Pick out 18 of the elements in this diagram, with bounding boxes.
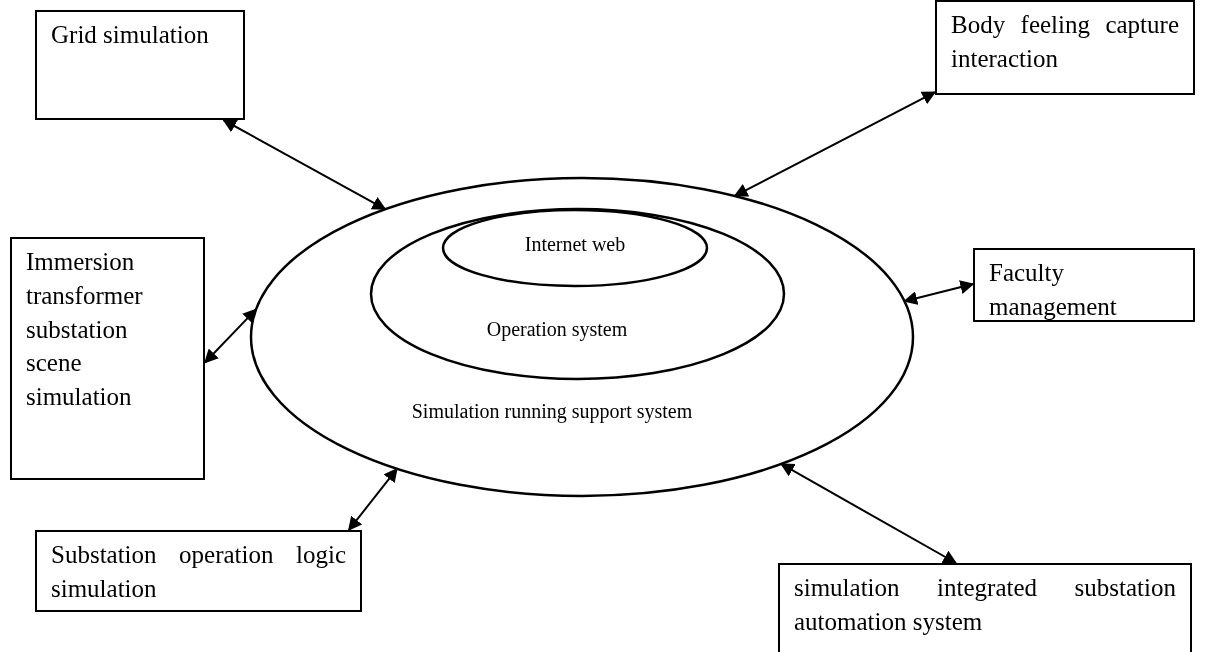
double-arrow xyxy=(347,467,398,532)
text-box: simulation integrated substation automation system xyxy=(778,563,1192,652)
text-box: Body feeling capture interaction xyxy=(935,0,1195,95)
ellipse xyxy=(370,208,785,380)
ellipse-label: Operation system xyxy=(486,318,628,341)
double-arrow xyxy=(780,463,958,564)
text-box: Faculty management xyxy=(973,248,1195,322)
text-box: Immersion transformer substation scene simulation xyxy=(10,237,205,480)
double-arrow xyxy=(222,119,387,211)
double-arrow xyxy=(903,280,975,305)
ellipse xyxy=(442,209,708,287)
text-box: Substation operation logic simulation xyxy=(35,530,362,612)
ellipse xyxy=(250,177,914,497)
ellipse-label: Internet web xyxy=(524,233,626,256)
double-arrow xyxy=(204,308,258,364)
ellipse-label: Simulation running support system xyxy=(411,400,693,423)
text-box: Grid simulation xyxy=(35,10,245,120)
double-arrow xyxy=(733,91,937,197)
